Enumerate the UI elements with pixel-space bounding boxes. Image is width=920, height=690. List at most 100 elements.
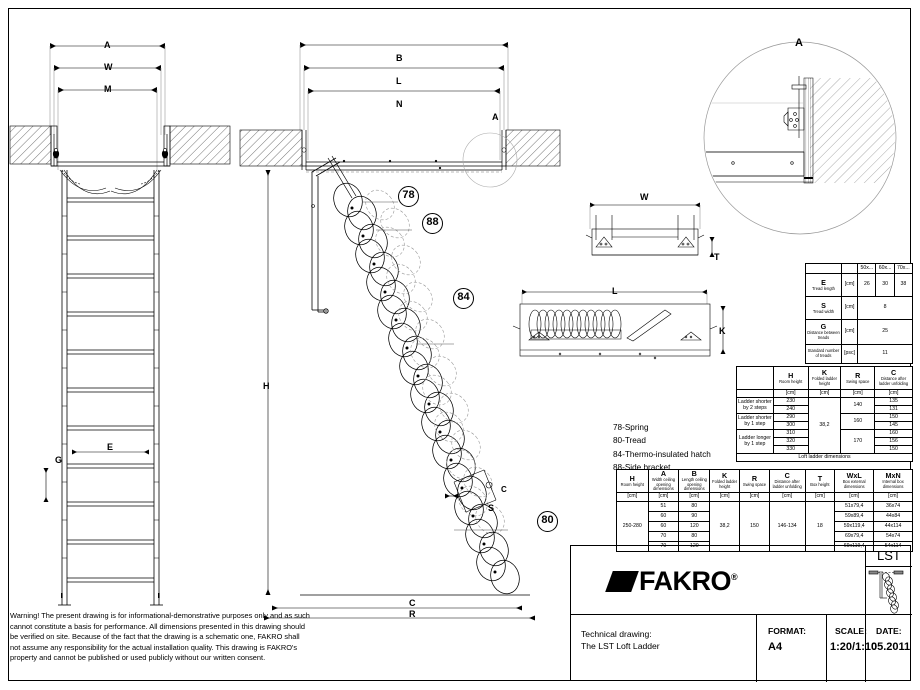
col-sub-H: Room height — [779, 378, 803, 384]
table-row: Ladder shorter by 2 steps 230 38,2 140 1… — [736, 397, 913, 454]
unit-MxN-main: [cm] — [873, 492, 913, 502]
view-box-plan-L — [505, 280, 735, 370]
date-value: 05.2011 — [871, 641, 911, 653]
side-elevation-svg — [239, 42, 561, 621]
val-C-main: 146-134 — [768, 501, 806, 552]
table-height-caption: Loft ladder dimensions — [736, 453, 913, 462]
col-sub-R: Swing space — [846, 378, 870, 384]
unit-H-main: [cm] — [616, 492, 649, 502]
col-sub-T-main: Box height — [810, 481, 830, 487]
row-sub-treads-count: Standard number of treads — [807, 348, 840, 358]
box-front-svg — [585, 202, 715, 257]
col-key-H: H — [788, 370, 794, 380]
cell-empty — [805, 263, 842, 274]
row-S: S Tread width — [805, 296, 842, 320]
row-E: E Tread length — [805, 273, 842, 297]
col-sub-R-main: Swing space — [742, 481, 767, 487]
table-row: Standard number of treads [psc] 11 — [805, 344, 913, 364]
h-290: 290 — [772, 413, 809, 422]
warning-text: Warning! The present drawing is for info… — [10, 611, 310, 663]
row-key-S: S — [821, 300, 826, 310]
legend-item-84: 84-Thermo-insulated hatch — [613, 449, 711, 459]
unit-K-main: [cm] — [709, 492, 741, 502]
val-R-main: 150 — [739, 501, 770, 552]
drawing-label: Technical drawing: — [581, 629, 652, 639]
col-R-main: R Swing space — [739, 469, 770, 493]
dim-label-B-side: B — [396, 53, 403, 63]
dim-label-K-box: K — [719, 326, 726, 336]
val-A-r2: 60 — [647, 521, 680, 532]
col-H-main: H Room height — [616, 469, 649, 493]
group-note-1: Ladder shorter by 1 step — [736, 413, 774, 430]
col-C-main: C Distance after ladder unfolding — [768, 469, 806, 493]
val-WxL-r0: 51x79,4 — [834, 501, 875, 512]
c-150b: 150 — [874, 445, 913, 454]
unit-S: [cm] — [840, 296, 859, 320]
val-MxN-r2: 44x114 — [873, 521, 913, 532]
parts-legend: 78-Spring 80-Tread 84-Thermo-insulated h… — [613, 421, 711, 474]
col-sub-C-main: Distance after ladder unfolding — [772, 479, 802, 490]
table-row: [cm] [cm] [cm] [cm] — [736, 389, 913, 398]
val-H-main: 250-280 — [616, 501, 649, 552]
dim-label-T-box: T — [714, 252, 720, 262]
unit-H: [cm] — [772, 389, 809, 398]
dim-label-L-side: L — [396, 76, 402, 86]
scale-label: SCALE: — [835, 626, 867, 636]
val-S: 8 — [857, 296, 913, 320]
legend-item-78: 78-Spring — [613, 423, 649, 432]
unit-R: [cm] — [840, 389, 876, 398]
date-label: DATE: — [876, 626, 902, 636]
callout-78: 78 — [398, 186, 419, 207]
col-sub-C: Distance after ladder unfolding — [879, 376, 909, 387]
col-key-C: C — [890, 368, 897, 378]
callout-84: 84 — [453, 288, 474, 309]
dim-label-S-side: S — [488, 503, 495, 513]
h-300: 300 — [772, 421, 809, 430]
table-row: G Distance between treads [cm] 25 — [805, 319, 913, 345]
callout-80: 80 — [537, 511, 558, 532]
h-240: 240 — [772, 405, 809, 414]
title-block: FAKRO® LST — [570, 545, 912, 682]
unit-R-main: [cm] — [739, 492, 770, 502]
table-row: S Tread width [cm] 8 — [805, 296, 913, 320]
val-G: 25 — [857, 319, 913, 345]
col-WxL-main: WxL Box external dimensions — [834, 469, 875, 493]
dim-label-N-side: N — [396, 99, 403, 109]
row-treads-count: Standard number of treads — [805, 344, 842, 364]
val-B-r3: 80 — [678, 531, 711, 542]
dim-label-H-side: H — [263, 381, 270, 391]
r-160: 160 — [840, 413, 876, 430]
cell-empty-unit — [840, 263, 859, 274]
tb-divider-1 — [756, 614, 757, 682]
val-WxL-r3: 69x79,4 — [834, 531, 875, 542]
product-thumbnail — [867, 568, 911, 614]
fakro-wordmark: FAKRO® — [639, 566, 738, 597]
tb-divider-h — [571, 614, 912, 615]
dim-label-W-front: W — [104, 62, 113, 72]
col-key-K-main: K — [722, 471, 728, 481]
c-150a: 150 — [874, 413, 913, 422]
unit-E: [cm] — [840, 273, 859, 297]
tb-divider-2 — [826, 614, 827, 682]
val-B-r0: 80 — [678, 501, 711, 512]
col-key-H-main: H — [629, 473, 635, 483]
val-MxN-r0: 36x74 — [873, 501, 913, 512]
tb-divider-lst — [865, 566, 912, 567]
row-sub-G: Distance between treads — [807, 330, 840, 341]
col-T-main: T Box height — [804, 469, 836, 493]
col-header-70x: 70x... — [893, 263, 914, 274]
format-value: A4 — [768, 641, 783, 653]
fakro-logo: FAKRO® — [605, 566, 738, 597]
legend-item-80: 80-Tread — [613, 436, 646, 446]
c-160: 160 — [874, 429, 913, 438]
val-MxN-r3: 54x74 — [873, 531, 913, 542]
dim-label-L-box: L — [612, 286, 618, 296]
col-sub-K-main: Folded ladder height — [712, 479, 738, 490]
table-row: E Tread length [cm] 26 30 38 — [805, 273, 914, 297]
dim-label-R-side: R — [409, 609, 416, 619]
view-front-elevation — [9, 30, 235, 610]
col-key-B-main: B — [691, 469, 697, 479]
val-A-r1: 60 — [647, 511, 680, 522]
col-R: R Swing space — [840, 366, 876, 390]
row-sub-S: Tread width — [812, 308, 835, 314]
